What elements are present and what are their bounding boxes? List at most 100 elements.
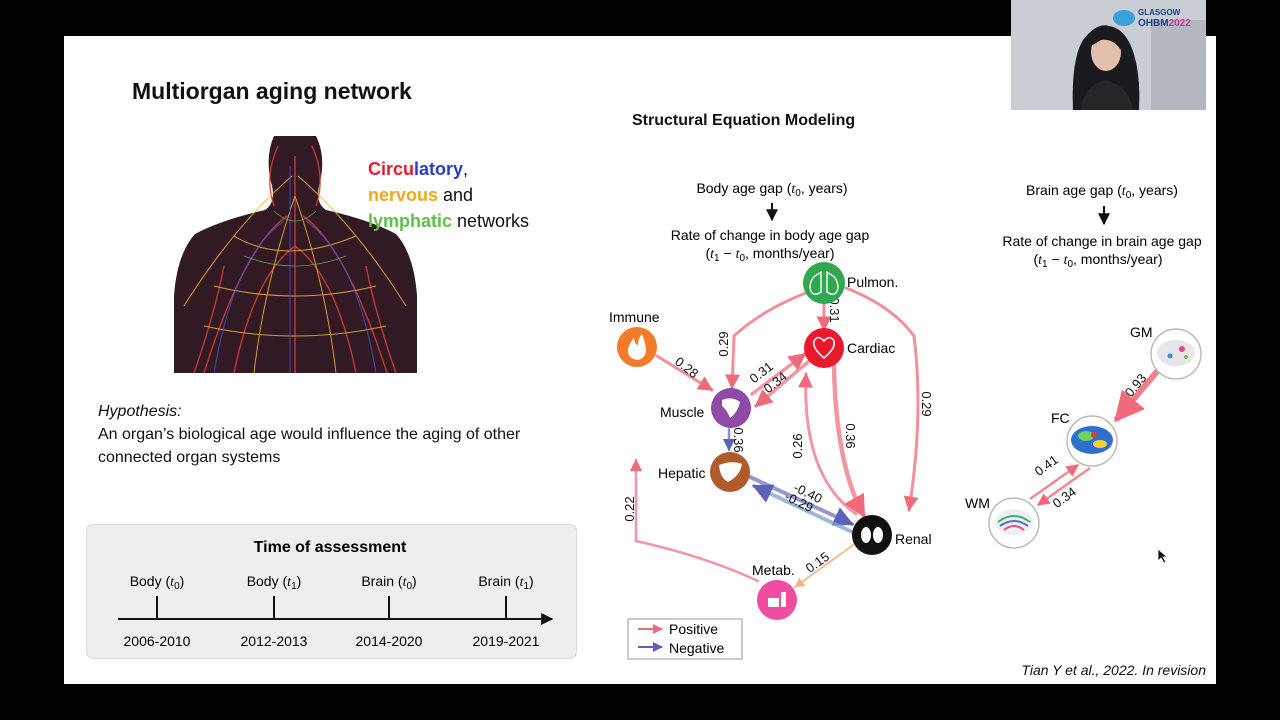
- node-label: Muscle: [660, 404, 705, 420]
- ohbm-logo: GLASGOW OHBM2022: [1113, 8, 1191, 28]
- node-wm: WM: [965, 495, 1040, 549]
- heart-icon: [804, 328, 844, 368]
- brain-gm-icon: [1157, 340, 1195, 366]
- brain-header-top: Brain age gap (t0, years): [1026, 182, 1178, 201]
- edge-label: 0.34: [1050, 484, 1079, 511]
- body-header-top: Body age gap (t0, years): [696, 180, 847, 199]
- logo-line2: OHBM: [1138, 18, 1169, 28]
- timeline-point-sub: 1: [291, 581, 297, 592]
- hypothesis-label: Hypothesis:: [98, 403, 182, 420]
- edge-label: 0.31: [827, 297, 842, 322]
- lungs-icon: [803, 262, 845, 304]
- edge-label: 0.29: [716, 331, 731, 356]
- edge-renal-metab: [794, 542, 857, 588]
- sem-title: Structural Equation Modeling: [632, 112, 856, 129]
- slide: Multiorgan aging network Circulatory, ne…: [64, 36, 1216, 684]
- edge-label: 0.29: [919, 391, 934, 416]
- body-header-units: (t1 − t0, months/year): [705, 245, 834, 264]
- edge-pulmon-renal: [844, 286, 920, 512]
- timeline-point-years: 2012-2013: [241, 633, 308, 649]
- edge-immune-muscle: [655, 354, 714, 392]
- node-label: Hepatic: [658, 465, 705, 481]
- edge-fc-wm: [1036, 466, 1091, 507]
- circulatory-word-blue: latory: [414, 159, 464, 179]
- mouse-cursor-icon: [1157, 548, 1169, 564]
- nervous-word: nervous: [368, 185, 439, 205]
- edge-wm-fc: [1029, 463, 1080, 501]
- edge-label: 0.26: [790, 433, 805, 458]
- timeline-point-2: Brain (t0) 2014-2020: [356, 573, 423, 649]
- node-label: GM: [1130, 324, 1153, 340]
- logo-line1: GLASGOW: [1138, 8, 1181, 17]
- edge-pulmon-muscle: [725, 288, 816, 390]
- node-label: WM: [965, 495, 990, 511]
- kidney-icon: [852, 515, 892, 555]
- edge-metab-muscle: [629, 458, 760, 583]
- svg-text:Body (t0): Body (t0): [130, 573, 185, 592]
- node-label: Cardiac: [847, 340, 895, 356]
- timeline-point-years: 2014-2020: [356, 633, 423, 649]
- timeline-point-3: Brain (t1) 2019-2021: [473, 573, 540, 649]
- slide-title: Multiorgan aging network: [132, 78, 412, 104]
- node-label: FC: [1051, 410, 1070, 426]
- edge-gm-fc: [1113, 366, 1163, 423]
- edge-muscle-cardiac: [750, 352, 807, 396]
- edge-renal-hepatic: [752, 484, 854, 534]
- node-metab: Metab.: [752, 562, 797, 620]
- node-hepatic: Hepatic: [658, 452, 750, 492]
- edge-label: 0.28: [672, 354, 701, 381]
- timeline-panel: [86, 524, 577, 659]
- diagram-svg: Time of assessment Body (t0) 2006-2010 B…: [118, 180, 1202, 660]
- node-fc: FC: [1051, 410, 1118, 467]
- svg-text:Brain (t1): Brain (t1): [478, 573, 533, 592]
- timeline-point-label: Body: [130, 573, 162, 589]
- svg-text:Body (t1): Body (t1): [247, 573, 302, 592]
- node-pulmon: Pulmon.: [803, 262, 898, 304]
- node-label: Pulmon.: [847, 274, 898, 290]
- hypothesis-block: Hypothesis: An organ’s biological age wo…: [98, 400, 578, 469]
- networks-text: networks: [452, 211, 530, 231]
- webcam-feed: GLASGOW OHBM2022: [1011, 0, 1206, 110]
- node-cardiac: Cardiac: [804, 328, 895, 368]
- logo-year: 2022: [1169, 18, 1192, 28]
- edge-label: 0.36: [843, 423, 858, 448]
- svg-text:Brain (t0): Brain (t0): [361, 573, 416, 592]
- circulatory-word-red: Circu: [368, 159, 415, 179]
- timeline-point-sub: 0: [174, 581, 180, 592]
- timeline-point-years: 2006-2010: [124, 633, 191, 649]
- legend-positive-label: Positive: [669, 621, 718, 637]
- brain-header-bottom: Rate of change in brain age gap: [1002, 233, 1201, 249]
- node-label: Renal: [895, 531, 932, 547]
- timeline-point-years: 2019-2021: [473, 633, 540, 649]
- hypothesis-text: An organ’s biological age would influenc…: [98, 426, 521, 466]
- body-header-bottom: Rate of change in body age gap: [671, 227, 870, 243]
- anatomy-illustration: [174, 136, 417, 373]
- node-label: Immune: [609, 309, 660, 325]
- timeline-point-1: Body (t1) 2012-2013: [241, 573, 308, 649]
- presenter-video: [1011, 0, 1206, 110]
- timeline-point-label: Brain: [361, 573, 394, 589]
- legend: Positive Negative: [627, 618, 743, 660]
- edge-label: 0.41: [1032, 452, 1061, 479]
- edge-label: 0.22: [622, 496, 637, 521]
- citation: Tian Y et al., 2022. In revision: [1021, 662, 1206, 678]
- timeline-point-sub: 1: [523, 581, 529, 592]
- node-label: Metab.: [752, 562, 795, 578]
- timeline-point-label: Body: [247, 573, 279, 589]
- and-text: and: [438, 185, 474, 205]
- edge-label: 0.93: [1122, 371, 1150, 400]
- edge-cardiac-muscle: [754, 360, 810, 408]
- brain-fc-icon: [1071, 426, 1113, 454]
- brain-header-units: (t1 − t0, months/year): [1033, 251, 1162, 270]
- timeline-title: Time of assessment: [254, 539, 407, 556]
- comma-text: ,: [463, 159, 469, 179]
- node-immune: Immune: [609, 309, 660, 367]
- node-muscle: Muscle: [660, 388, 751, 428]
- svg-text:OHBM2022: OHBM2022: [1138, 18, 1191, 28]
- node-gm: GM: [1130, 324, 1202, 380]
- edge-cardiac-renal: [831, 363, 867, 519]
- lymphatic-word: lymphatic: [368, 211, 453, 231]
- edge-label: 0.36: [731, 427, 746, 452]
- timeline-point-label: Brain: [478, 573, 511, 589]
- organ-networks-caption: Circulatory, nervous and lymphatic netwo…: [368, 156, 529, 234]
